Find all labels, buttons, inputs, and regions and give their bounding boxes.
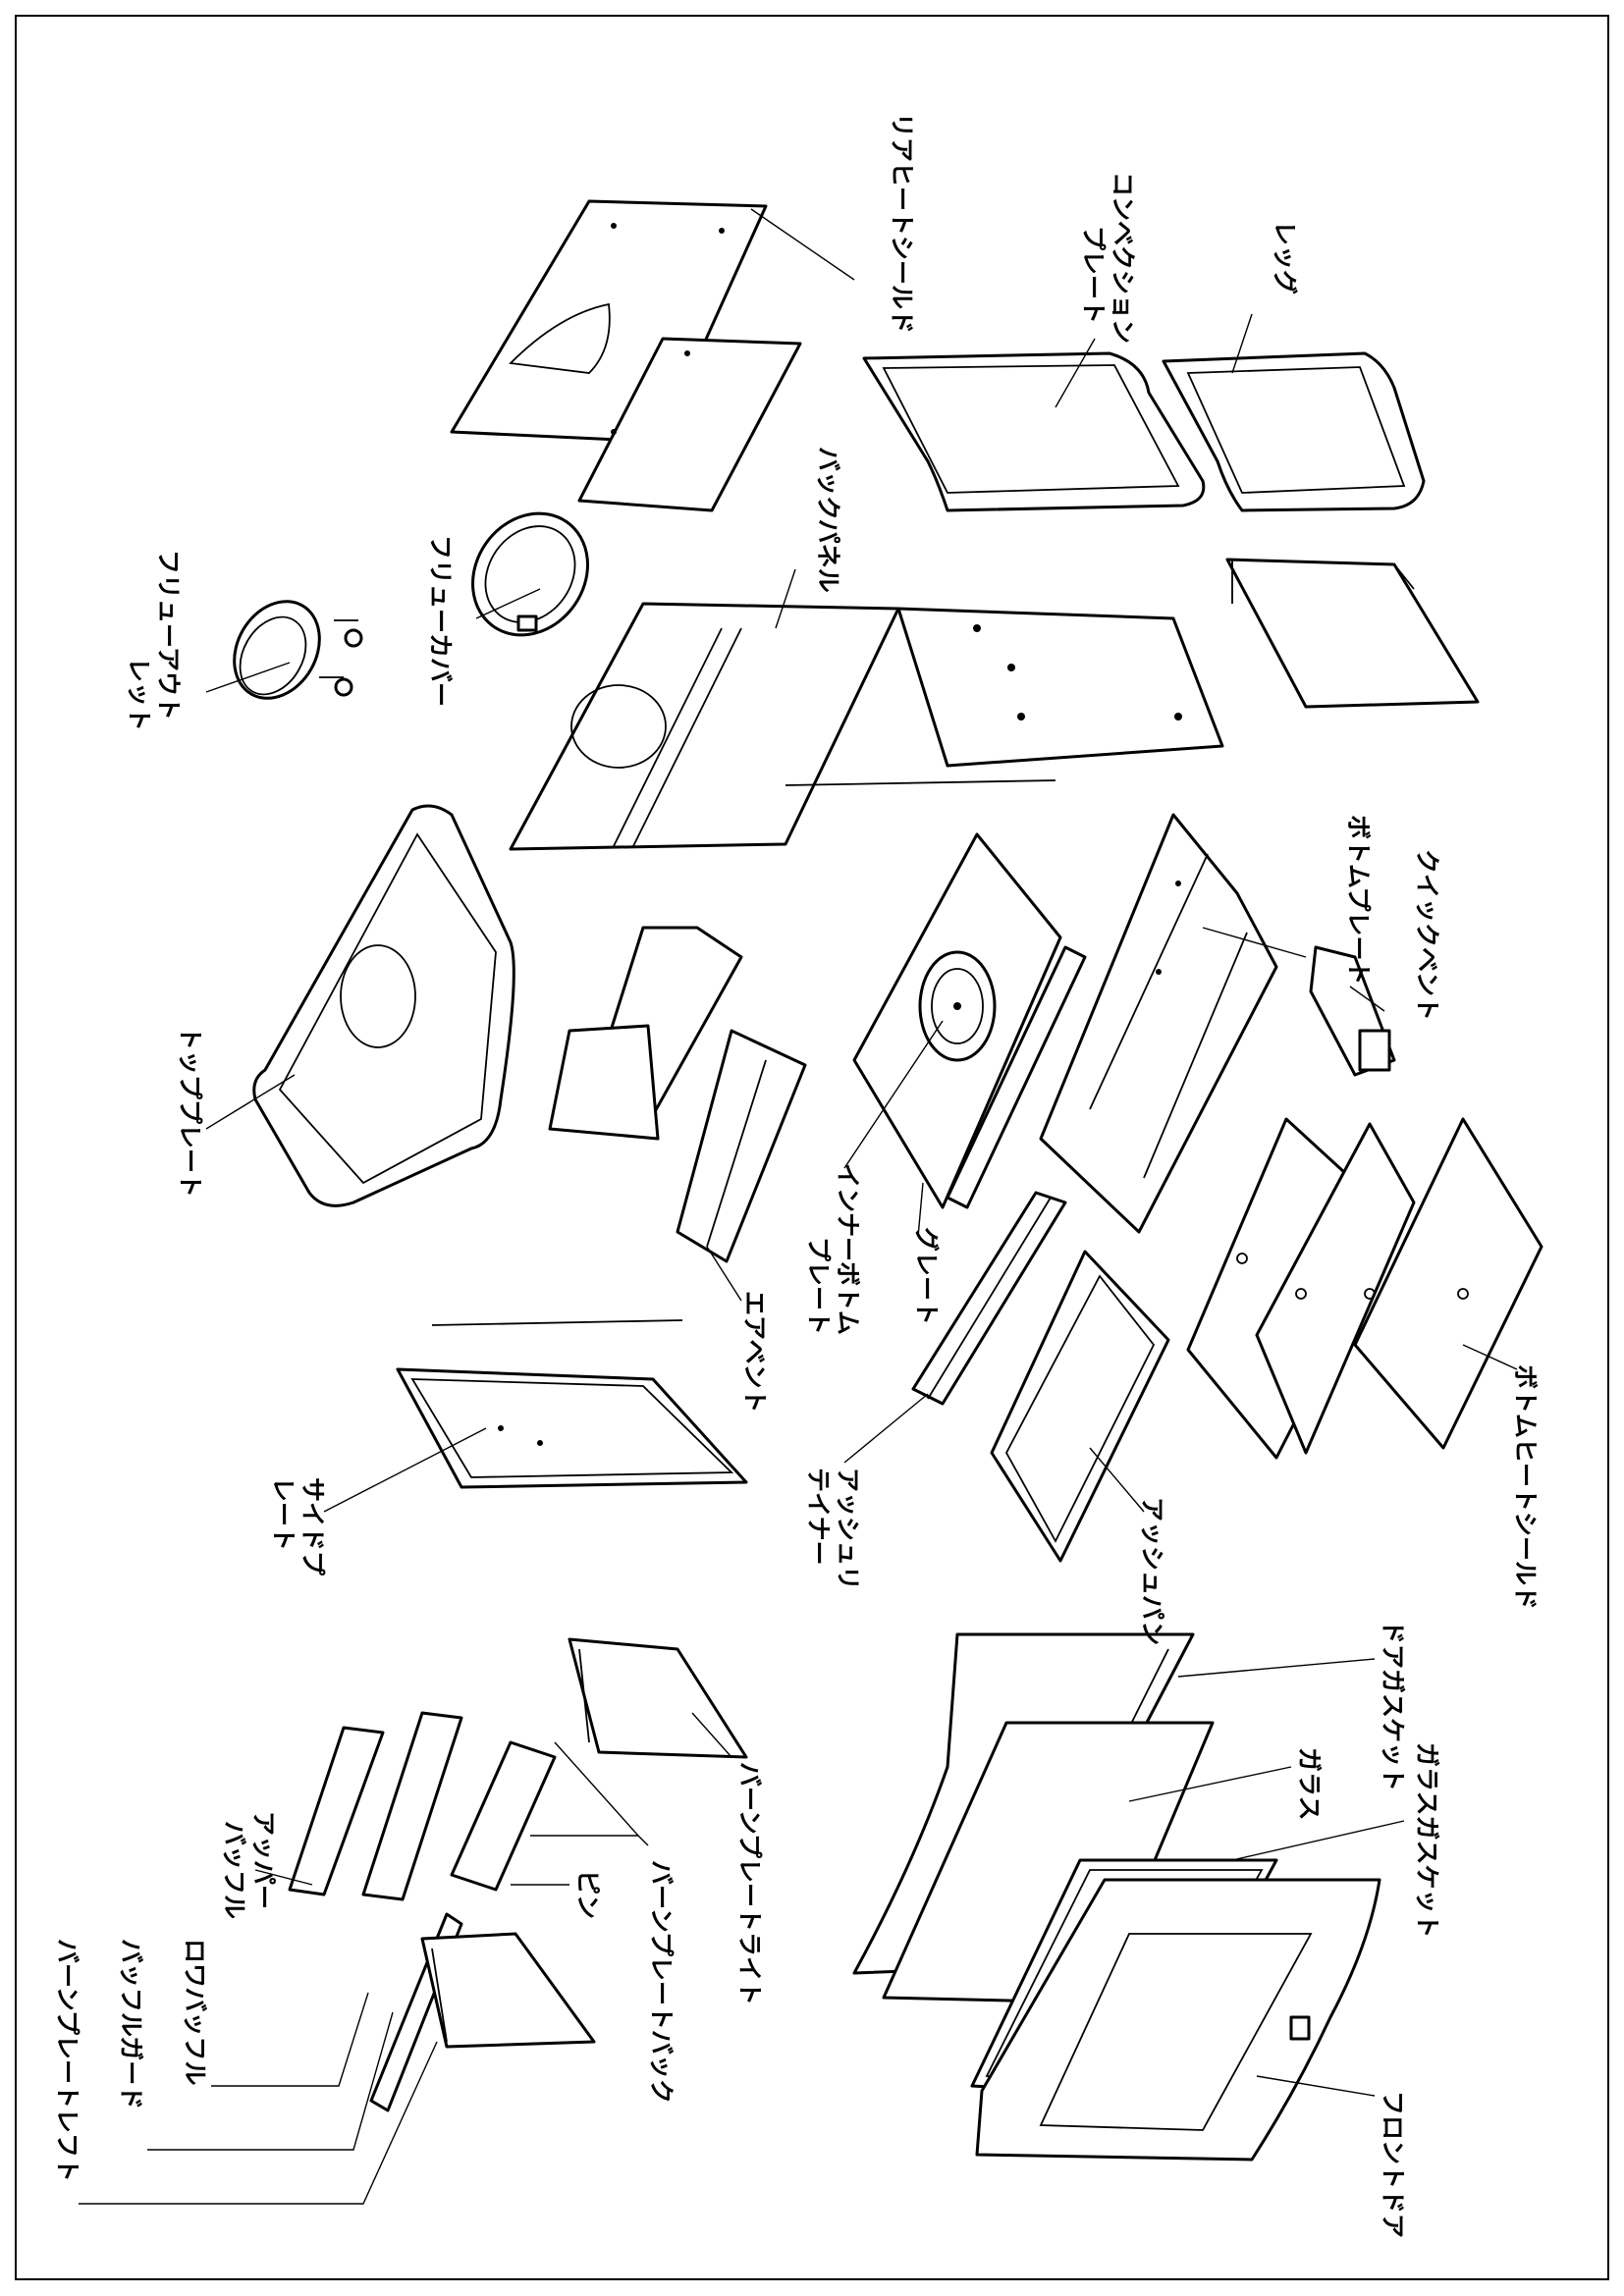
- leader-lines: [79, 208, 1518, 2205]
- label-glass-gasket: ガラスガスケット: [1413, 1742, 1441, 1939]
- label-lower-baffle: ロワバッフル: [181, 1939, 209, 2086]
- front-door-part: [975, 1878, 1381, 2162]
- grate-part: [946, 945, 1087, 1209]
- top-plate-part: [252, 804, 515, 1207]
- leg-part: [1162, 351, 1480, 709]
- label-flue-outlet-2: レット: [125, 658, 153, 731]
- label-ash-liner-2: テイナー: [804, 1468, 833, 1566]
- label-bottom-plate: ボトムプレート: [1344, 815, 1373, 986]
- label-quick-vent: クイックベント: [1413, 849, 1441, 1021]
- page-border: [15, 15, 1609, 2280]
- label-grate: グレート: [912, 1227, 941, 1325]
- label-side-plate-1: サイドプ: [298, 1477, 327, 1576]
- label-burn-plate-right: バーンプレートライト: [735, 1762, 764, 2005]
- rear-heat-shield-part: [450, 199, 802, 512]
- label-rear-heat-shield: リアヒートシールド: [888, 113, 916, 334]
- quick-vent-part: [1309, 945, 1396, 1077]
- ash-liner-part: [911, 1191, 1067, 1406]
- label-flue-cover: フリューカバー: [426, 535, 455, 707]
- label-convection-plate-1: コンベクション: [1109, 172, 1137, 344]
- flue-cover-part: [471, 511, 589, 637]
- ash-pan-part: [990, 1250, 1170, 1563]
- air-vent-part: [548, 926, 807, 1263]
- label-front-door: フロントドア: [1379, 2091, 1407, 2238]
- back-panel-part: [509, 602, 1224, 851]
- burn-plate-left-part: [420, 1932, 596, 2049]
- label-burn-plate-back: バーンプレートバック: [647, 1860, 676, 2104]
- label-pin: ピン: [573, 1870, 602, 1919]
- label-side-plate-2: レート: [269, 1477, 298, 1551]
- label-baffle-guard: バッフルガード: [117, 1939, 145, 2109]
- inner-bottom-plate-part: [852, 832, 1062, 1209]
- upper-baffle-part: [288, 1726, 385, 1896]
- label-air-vent: エアベント: [740, 1291, 769, 1414]
- label-ash-pan: アッシュパン: [1138, 1497, 1166, 1645]
- side-plate-part: [396, 1319, 748, 1489]
- labels: リアヒートシールド コンベクション プレート レッグ フリューアウト レット フ…: [53, 113, 1540, 2238]
- label-upper-baffle-1: アッパー: [249, 1811, 278, 1909]
- label-convection-plate-2: プレート: [1079, 226, 1108, 324]
- label-upper-baffle-2: バッフル: [220, 1821, 248, 1919]
- label-glass: ガラス: [1295, 1747, 1324, 1821]
- label-door-gasket: ドアガスケット: [1379, 1620, 1407, 1791]
- bottom-heat-shield-part: [1186, 1117, 1543, 1460]
- baffle-guard-part: [361, 1711, 463, 2112]
- label-top-plate: トッププレート: [176, 1026, 204, 1198]
- burn-plate-right-part: [568, 1637, 748, 1759]
- label-back-panel: バックパネル: [814, 447, 842, 593]
- convection-plate-part: [862, 351, 1206, 512]
- bottom-plate-part: [1039, 813, 1278, 1234]
- label-burn-plate-left: バーンプレートレフト: [53, 1939, 81, 2182]
- label-bottom-heat-shield: ボトムヒートシールド: [1511, 1364, 1540, 1610]
- label-inner-bottom-plate-2: プレート: [804, 1237, 833, 1335]
- label-ash-liner-1: アッシュリ: [834, 1468, 862, 1590]
- label-inner-bottom-plate-1: インナーボトム: [834, 1163, 862, 1335]
- label-flue-outlet-1: フリューアウト: [154, 550, 183, 721]
- burn-plate-back-part: [450, 1740, 557, 1892]
- label-leg: レッグ: [1271, 221, 1299, 294]
- flue-outlet-part: [233, 600, 363, 700]
